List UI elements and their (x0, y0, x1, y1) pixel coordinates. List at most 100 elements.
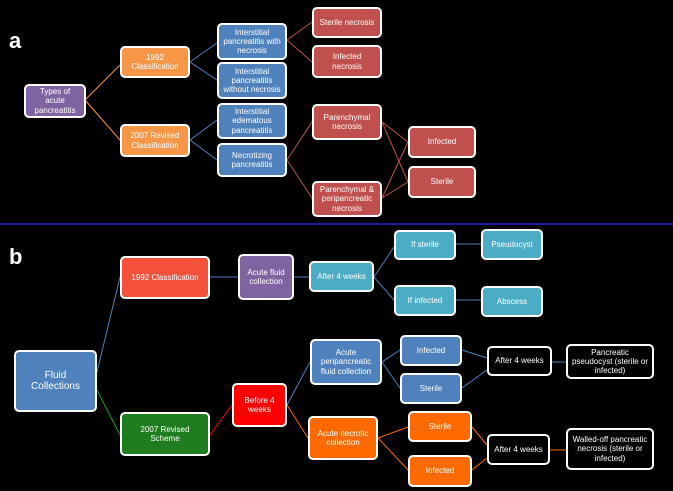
edge-root-2007 (84, 99, 121, 141)
node-infected-necrosis: Infected necrosis (312, 45, 382, 78)
edge-b-infected-after (461, 349, 488, 359)
node-label: Interstitial edematous pancreatitis (231, 107, 273, 135)
node-before-4-weeks: Before 4 weeks (232, 383, 287, 427)
node-label: Pseudocyst (491, 239, 533, 249)
node-label: After 4 weeks (494, 444, 543, 454)
edge-with-sterile (286, 21, 313, 41)
node-label: Sterile (428, 421, 452, 431)
node-interstitial-with-necrosis: Interstitial pancreatitis with necrosis (217, 23, 287, 60)
panel-b-red-connectors (209, 404, 233, 436)
node-label: Pancreatic pseudocyst (sterile or infect… (571, 347, 649, 376)
panel-b-green-connectors (96, 389, 121, 436)
node-b-1992-classification: 1992 Classification (120, 256, 210, 299)
node-label: Types of acute pancreatitis (34, 87, 76, 115)
node-b-infected-1: Infected (400, 335, 462, 366)
node-a-infected: Infected (408, 126, 476, 158)
edge-1992-with (189, 42, 218, 63)
panel-a-orange-connectors (84, 64, 121, 141)
edge-nec-parenchymal (286, 121, 313, 161)
panel-divider (0, 223, 673, 225)
panel-a-blue-connectors (189, 42, 218, 161)
node-walled-off-pancreatic-necrosis: Walled-off pancreatic necrosis (sterile … (566, 428, 654, 470)
panel-b-label: b (9, 244, 23, 269)
node-necrotizing-pancreatitis: Necrotizing pancreatitis (217, 143, 287, 177)
edge-2007-necrotizing (189, 139, 218, 161)
edge-with-infected (286, 39, 313, 63)
node-label: 1992 Classification (131, 272, 199, 282)
node-after-4-weeks-3: After 4 weeks (487, 434, 550, 465)
edge-b-peri-infected (381, 349, 401, 363)
node-pseudocyst: Pseudocyst (481, 229, 543, 260)
edge-nec-peri (286, 159, 313, 199)
panel-b-orange-connectors (286, 404, 566, 471)
node-label: Before 4 weeks (244, 395, 275, 414)
node-a-2007-revised-classification: 2007 Revised Classification (120, 124, 190, 157)
node-label: Acute peripancreatic fluid collection (320, 348, 372, 376)
edge-peri-infected (381, 141, 409, 199)
node-b-sterile-1: Sterile (400, 373, 462, 404)
edge-b-peri-sterile (381, 361, 401, 389)
node-label: Acute necrotic collection (317, 428, 369, 447)
node-types-acute-pancreatitis: Types of acute pancreatitis (24, 84, 86, 118)
node-acute-necrotic-collection: Acute necrotic collection (308, 416, 378, 460)
panel-a-red-connectors (286, 21, 409, 199)
edge-1992-without (189, 61, 218, 81)
edge-peri-sterile (381, 181, 409, 199)
node-pancreatic-pseudocyst: Pancreatic pseudocyst (sterile or infect… (566, 344, 654, 379)
node-interstitial-without-necrosis: Interstitial pancreatitis without necros… (217, 62, 287, 99)
node-2007-revised-scheme: 2007 Revised Scheme (120, 412, 210, 456)
node-label: 1992 Classification (131, 52, 179, 71)
edge-b-infected-after2 (471, 457, 488, 471)
node-if-infected: If infected (394, 285, 456, 316)
node-if-sterile: If sterile (394, 230, 456, 260)
edge-root-1992 (84, 64, 121, 101)
node-after-4-weeks-1: After 4 weeks (309, 261, 374, 292)
node-label: Parenchymal & peripancreatic necrosis (319, 185, 375, 213)
node-label: Interstitial pancreatitis with necrosis (223, 27, 281, 56)
node-parenchymal-peripancreatic-necrosis: Parenchymal & peripancreatic necrosis (312, 181, 382, 217)
node-b-sterile-2: Sterile (408, 411, 472, 442)
node-label: Infected necrosis (332, 52, 362, 71)
node-label: 2007 Revised Scheme (140, 424, 190, 443)
edge-b-2007-before (209, 404, 233, 436)
node-label: 2007 Revised Classification (130, 131, 180, 150)
node-fluid-collections: Fluid Collections (14, 350, 97, 412)
edge-b-after-sterile (373, 246, 395, 278)
node-label: Infected (416, 345, 446, 355)
edge-par-sterile (381, 121, 409, 183)
node-a-1992-classification: 1992 Classification (120, 46, 190, 78)
node-after-4-weeks-2: After 4 weeks (487, 346, 552, 376)
edge-b-sterile-after (461, 369, 488, 389)
node-b-infected-2: Infected (408, 455, 472, 487)
node-label: Fluid Collections (31, 369, 80, 393)
node-label: Interstitial pancreatitis without necros… (223, 66, 281, 95)
node-label: Sterile (419, 383, 443, 393)
edge-par-infected (381, 121, 409, 143)
edge-b-sterile-after2 (471, 426, 488, 446)
node-label: Acute fluid collection (247, 267, 285, 286)
node-label: Abscess (496, 296, 528, 306)
node-sterile-necrosis: Sterile necrosis (312, 7, 382, 38)
node-label: Necrotizing pancreatitis (231, 150, 273, 169)
node-parenchymal-necrosis: Parenchymal necrosis (312, 104, 382, 140)
node-label: Sterile (430, 177, 454, 187)
panel-a-label: a (9, 28, 22, 53)
node-label: After 4 weeks (317, 271, 366, 281)
node-label: Infected (425, 466, 455, 476)
edge-b-nec-sterile (377, 426, 409, 439)
edge-b-nec-infected (377, 437, 409, 471)
node-abscess: Abscess (481, 286, 543, 317)
node-acute-fluid-collection: Acute fluid collection (238, 254, 294, 300)
node-interstitial-edematous: Interstitial edematous pancreatitis (217, 103, 287, 139)
edge-b-before-peri (286, 361, 311, 406)
edge-b-root-1992 (96, 276, 121, 373)
node-label: Infected (427, 137, 457, 147)
node-a-sterile: Sterile (408, 166, 476, 198)
edge-b-before-necrotic (286, 404, 309, 439)
node-label: If sterile (410, 240, 439, 250)
node-label: After 4 weeks (495, 356, 544, 366)
node-acute-peripancreatic-fluid-collection: Acute peripancreatic fluid collection (310, 339, 382, 385)
node-label: If infected (407, 295, 443, 305)
node-label: Walled-off pancreatic necrosis (sterile … (572, 435, 648, 463)
